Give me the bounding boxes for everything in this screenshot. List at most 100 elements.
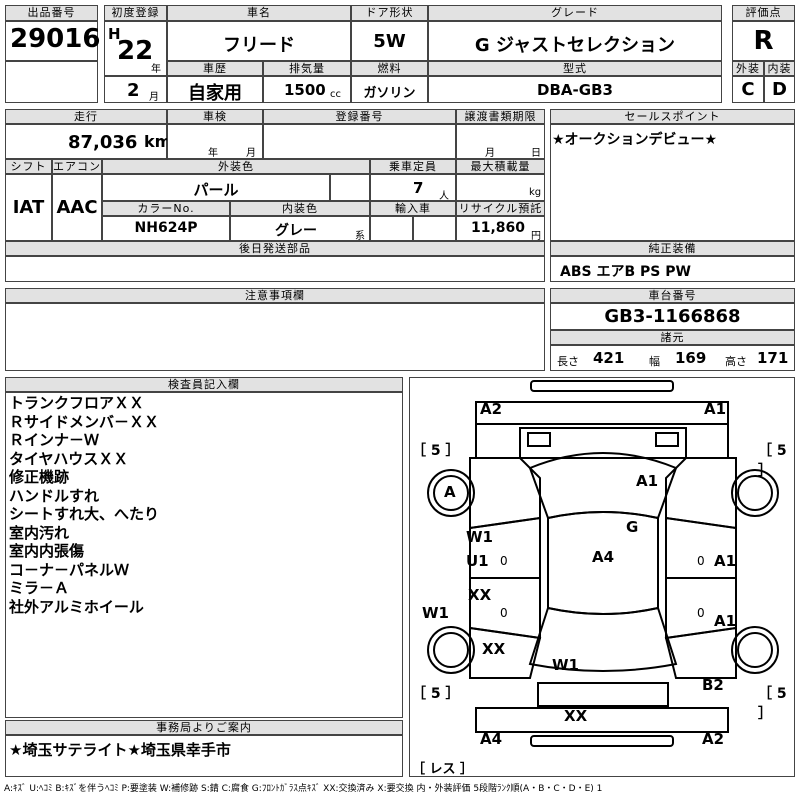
month-cell: 2 月 [104,76,167,103]
office-cell: ★埼玉サテライト★埼玉県幸手市 [5,735,403,777]
int-color-cell: グレー 系 [230,216,370,242]
inspector-note-item: コ－ナ－パネルＷ [9,560,130,579]
later-parts-cell [5,256,545,282]
history-header: 車歴 [167,61,263,76]
exterior-cell: C [732,76,764,103]
door-header: ドア形状 [351,5,428,21]
mark-rr-door: A1 [714,612,737,630]
ext-color-extra [330,174,370,201]
mark-lf-door-1: W1 [466,528,493,546]
recycle-header: リサイクル預託金 [456,201,545,229]
car-name-header: 車名 [167,5,351,21]
int-color: グレー [275,223,317,239]
mileage: 87,036 [68,132,138,153]
door-type: 5W [373,31,406,52]
shift: IAT [12,197,45,218]
mark-front-right: A1 [704,400,727,418]
mark-windshield: G [626,518,639,536]
genuine-header: 純正装備 [550,241,795,256]
tire-rr-shape [731,626,779,674]
color-no: NH624P [134,220,198,236]
chassis-number: GB3-1166868 [604,306,741,327]
inspector-note-item: Ｒサイドメンバ－ＸＸ [9,412,160,431]
lot-number: 29016 [10,24,101,54]
model-code: DBA-GB3 [537,81,613,99]
pillar-mark-1: 0 [500,554,508,568]
mark-roof: A4 [592,548,615,566]
width-label: 幅 [649,355,660,368]
inspector-note-item: 室内内張傷 [9,542,85,560]
insp-month-unit: 月 [246,148,256,159]
history-cell: 自家用 [167,76,263,104]
km-unit: km [144,132,172,151]
month-unit: 月 [149,92,159,103]
inspector-note-item: ミラ－Ａ [9,579,70,597]
kg-unit: kg [529,187,542,198]
inspector-note-item: Ｒインナ－Ｗ [9,431,100,449]
lot-no-cell: 29016 [5,21,101,61]
score-header: 評価点 [732,5,795,21]
exterior-score: C [741,79,755,100]
plate-header: 登録番号 [263,109,456,124]
plate-cell [263,124,456,159]
reg-month: 2 [127,80,140,101]
mark-rear-right: B2 [702,676,724,694]
transfer-day-unit: 日 [531,148,541,159]
tire-fr-inner [737,475,773,511]
first-reg-header: 初度登録 [104,5,167,21]
transfer-header: 譲渡書類期限 [456,109,545,124]
grade: G ジャストセレクション [474,35,676,56]
mark-rear-glass: W1 [552,656,579,674]
tire-depth-fr: ［ 5 ］ [758,443,787,479]
color-no-cell: NH624P [102,216,230,241]
mark-rear-left-corner: A4 [480,730,503,748]
model-header: 型式 [428,61,722,76]
mark-rear-right-corner: A2 [702,730,725,748]
chassis-cell: GB3-1166868 [550,303,795,330]
legend: A:ｷｽﾞ U:ﾍｺﾐ B:ｷｽﾞを伴うﾍｺﾐ P:要塗装 W:補修跡 S:錆 … [4,784,603,794]
tire-rl-inner [433,632,469,668]
mark-trunk: XX [564,707,588,725]
office-header: 事務局よりご案内 [5,720,403,735]
tire-fl-inner [433,475,469,511]
fuel-header: 燃料 [351,61,428,76]
aircon-header: エアコン [52,159,102,174]
inspector-note-item: タイヤハウスＸＸ [9,449,129,468]
tailgate-shape [537,682,669,707]
caution-cell [5,303,545,371]
inspector-header: 検査員記入欄 [5,377,403,392]
displacement-cell: 1500 cc [263,76,351,103]
capacity: 7 [413,179,424,197]
color-no-header: カラーNo. [102,201,230,216]
chassis-header: 車台番号 [550,288,795,303]
mark-lr-fender: XX [482,640,506,658]
transfer-month-unit: 月 [485,148,495,159]
rear-panel-shape [475,707,729,733]
ext-color-cell: パール [102,174,330,201]
specs-cell: 長さ 421 幅 169 高さ 171 [550,345,795,371]
yen-unit: 円 [531,231,541,242]
capacity-cell: 7 人 [370,174,456,202]
mark-rf-door: A1 [714,552,737,570]
pillar-mark-4: 0 [697,606,705,620]
import-header: 輸入車 [370,201,456,216]
length-value: 421 [593,349,625,367]
office-note: ★埼玉サテライト★埼玉県幸手市 [9,741,231,759]
mark-wheel-fl: A [444,483,456,501]
tire-depth-fl: ［ 5 ］ [412,443,460,459]
mark-front-left: A2 [480,400,503,418]
recycle-fee: 11,860 [471,220,526,236]
tire-rr-inner [737,632,773,668]
displacement-header: 排気量 [263,61,351,76]
damage-diagram: A2 A1 A A1 G W1 U1 A4 A1 XX A1 W1 XX W1 … [409,377,795,777]
shift-cell: IAT [5,174,52,241]
later-parts-header: 後日発送部品 [5,241,545,256]
mark-hood: A1 [636,472,659,490]
car-outline [427,380,779,747]
inspection-cell: 年 月 [167,124,263,159]
interior-cell: D [764,76,795,103]
spare-tire: ［ レス ］ [412,762,474,777]
capacity-header: 乗車定員 [370,159,456,174]
genuine-equipment: ABS エアB PS PW [560,264,691,280]
